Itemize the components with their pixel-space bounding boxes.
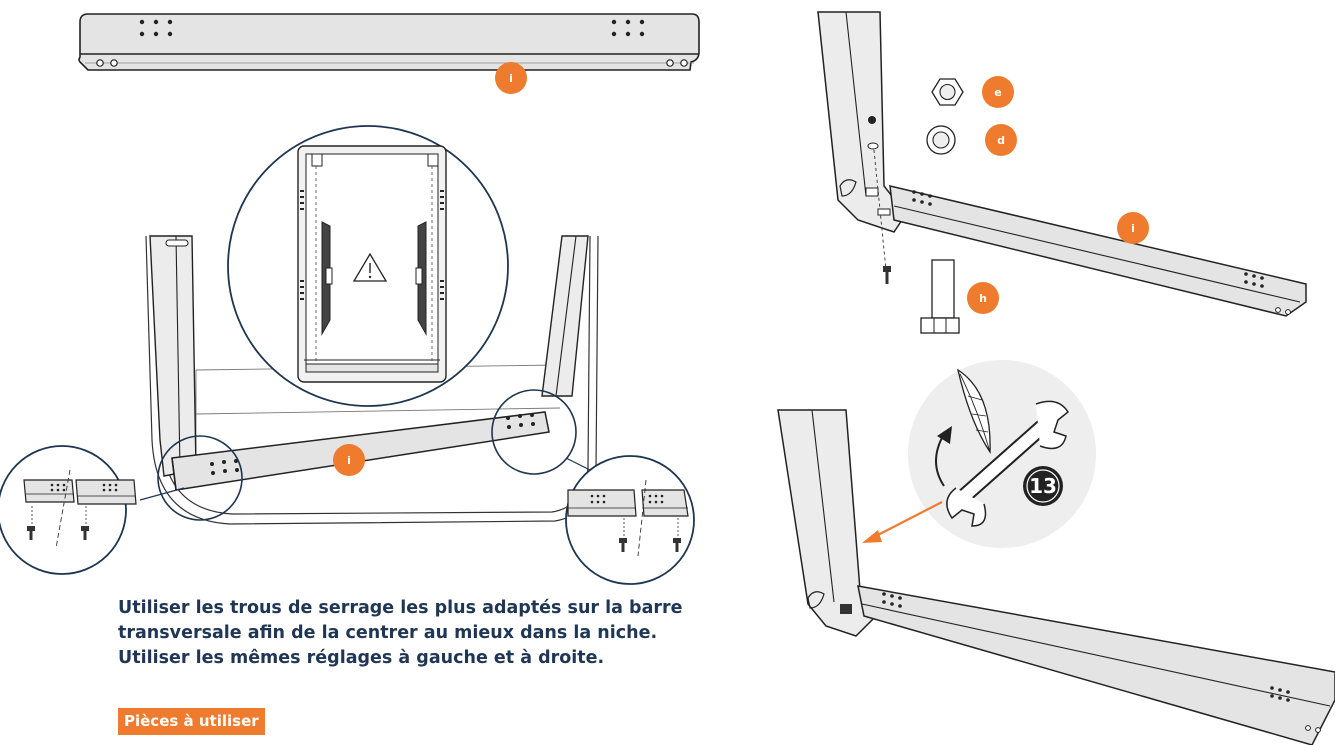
feather-icon bbox=[957, 368, 991, 455]
svg-text:i: i bbox=[347, 454, 351, 467]
wrench-size-badge: 13 bbox=[1023, 466, 1063, 506]
bolt-assembly-upper bbox=[865, 116, 891, 284]
instruction-line-1: Utiliser les trous de serrage les plus a… bbox=[118, 598, 683, 618]
badge-nut: e bbox=[982, 76, 1014, 108]
instruction-text: Utiliser les trous de serrage les plus a… bbox=[118, 596, 738, 671]
bolt-icon bbox=[920, 259, 960, 334]
instruction-line-3: Utiliser les mêmes réglages à gauche et … bbox=[118, 648, 605, 668]
rotate-arrow-icon bbox=[935, 426, 952, 487]
badge-bolt: h bbox=[967, 282, 999, 314]
crossbar-right-lower bbox=[840, 585, 1335, 745]
svg-text:13: 13 bbox=[1029, 474, 1057, 498]
crossbar-top bbox=[78, 13, 700, 71]
upright-left bbox=[149, 235, 197, 477]
badge-crossbar-niche: i bbox=[333, 444, 365, 476]
svg-text:h: h bbox=[979, 292, 987, 305]
zoom-marker-left bbox=[157, 435, 243, 521]
wrench-icon bbox=[946, 400, 1069, 527]
svg-text:i: i bbox=[1131, 222, 1135, 235]
svg-text:e: e bbox=[994, 86, 1001, 99]
detail-circle-right bbox=[565, 455, 695, 585]
upright-right bbox=[541, 235, 589, 397]
instruction-line-2: transversale afin de la centrer au mieux… bbox=[118, 623, 658, 643]
nut-icon bbox=[931, 78, 964, 106]
crossbar-right-upper bbox=[889, 185, 1307, 317]
zoom-marker-right bbox=[491, 389, 577, 475]
badge-crossbar-right: i bbox=[1117, 212, 1149, 244]
washer-icon bbox=[926, 125, 956, 155]
svg-text:i: i bbox=[509, 72, 513, 85]
badge-washer: d bbox=[985, 124, 1017, 156]
badge-crossbar-top: i bbox=[495, 62, 527, 94]
svg-text:d: d bbox=[997, 134, 1005, 147]
detail-circle-left bbox=[0, 445, 137, 575]
detail-connectors bbox=[139, 457, 591, 501]
upright-upper bbox=[817, 11, 907, 233]
parts-heading: Pièces à utiliser bbox=[118, 708, 265, 735]
upright-lower bbox=[777, 409, 877, 637]
warning-triangle-icon bbox=[352, 252, 388, 282]
pointer-arrow-icon bbox=[862, 501, 943, 543]
